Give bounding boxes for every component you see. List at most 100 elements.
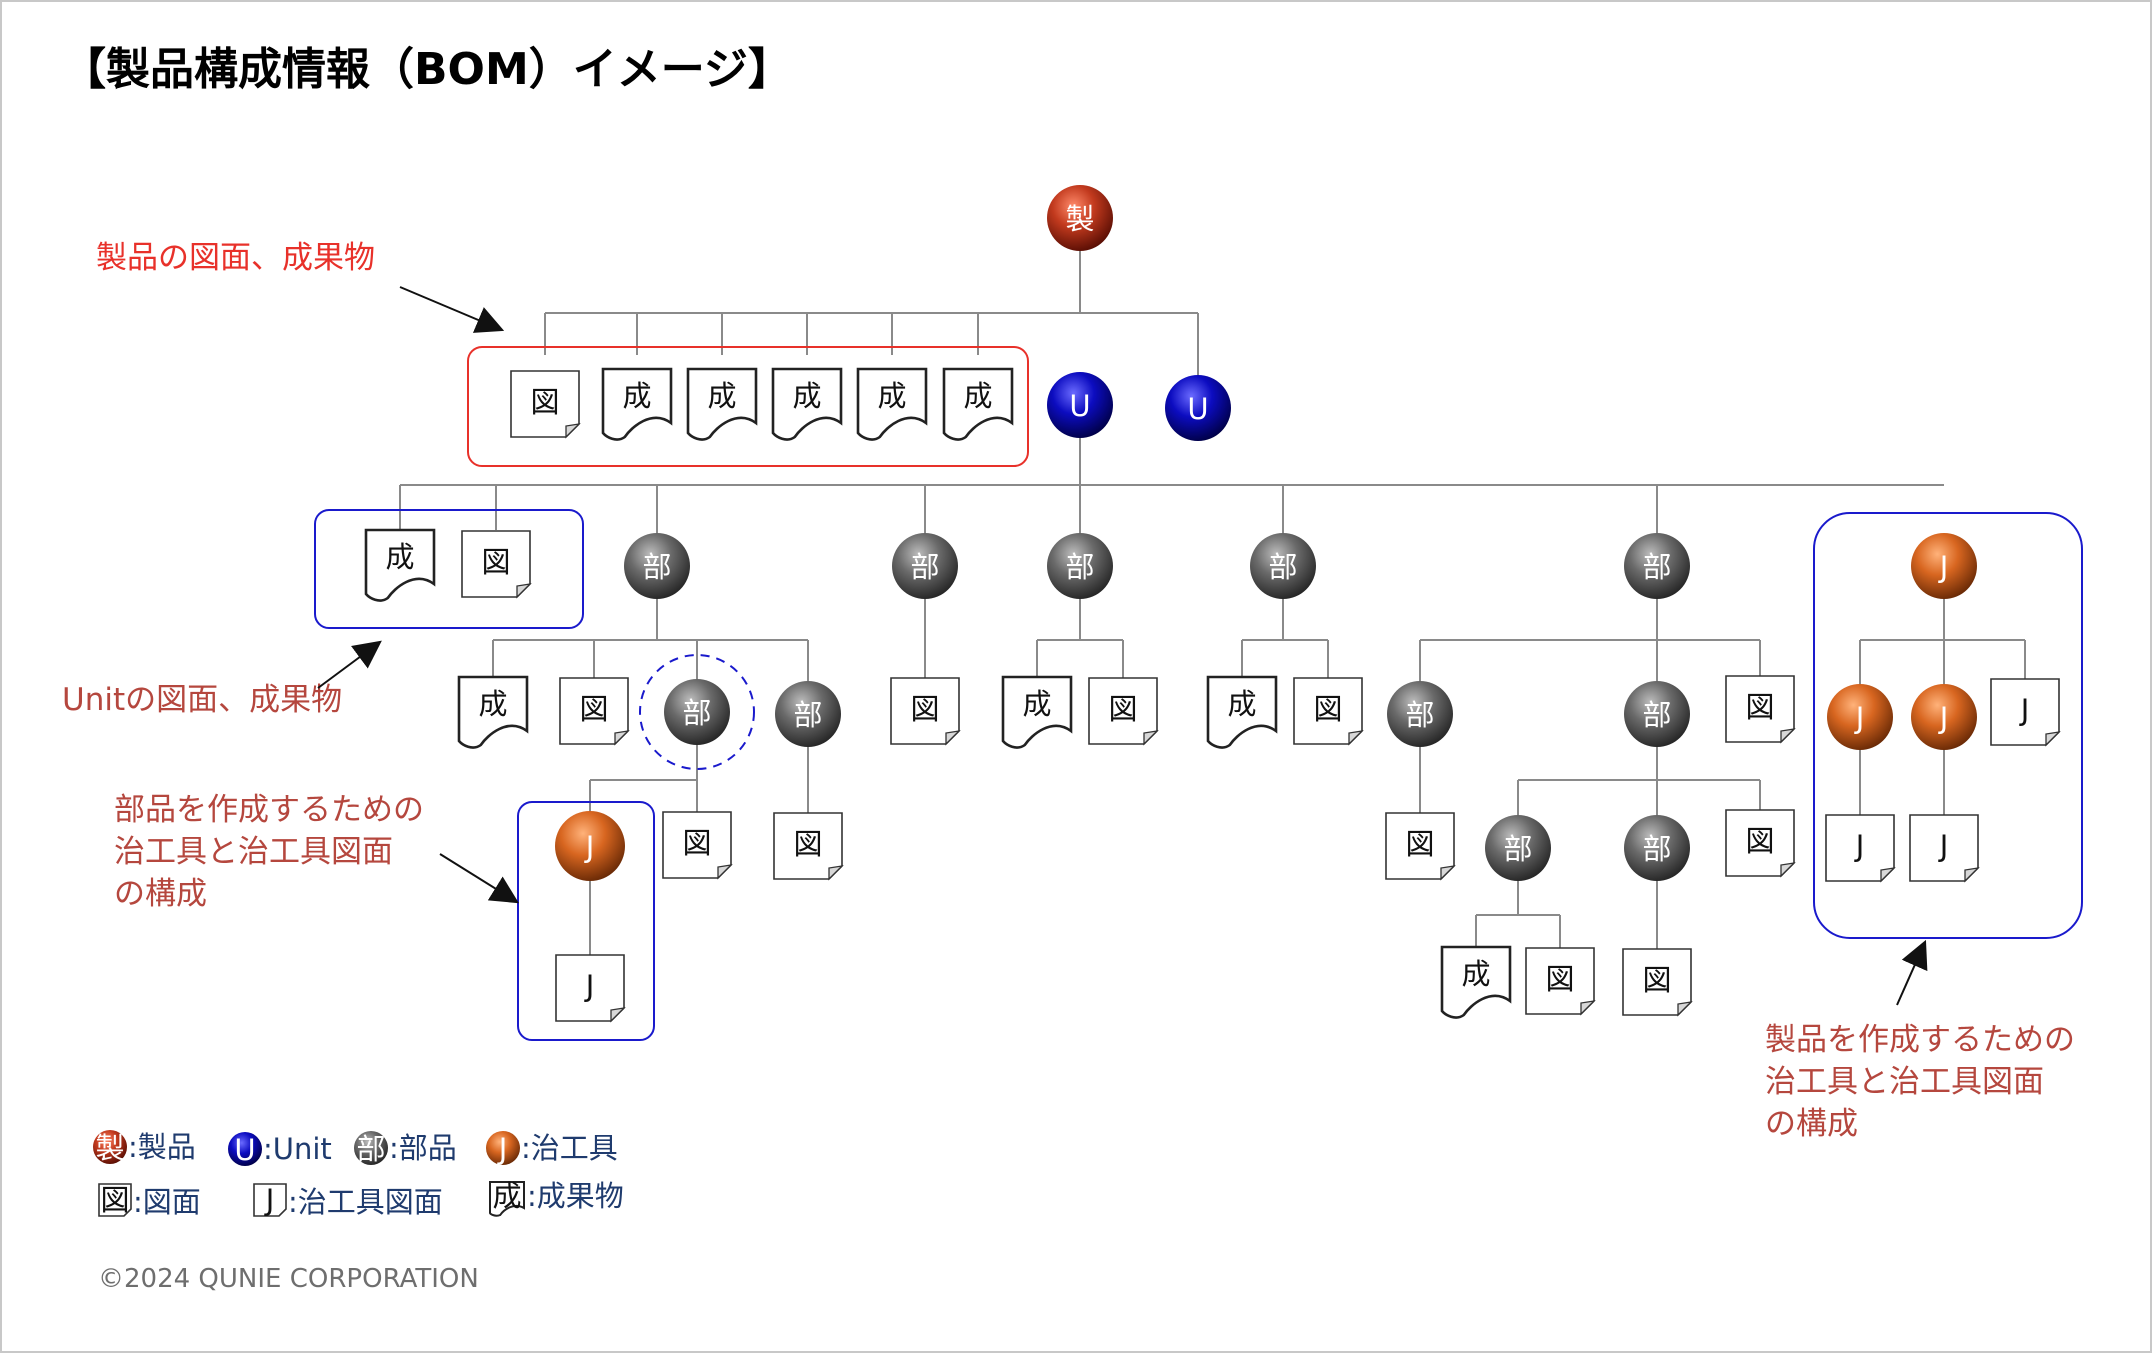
legend-unit-icon: U [228,1132,262,1167]
legend-unit-icon-label: U [234,1133,255,1167]
part-node-e22: 部 [1624,815,1690,881]
product-deliverable-doc-2: 成 [686,367,758,441]
legend-product-label: :製品 [128,1130,196,1164]
legend-jig-icon: J [486,1131,520,1166]
product-deliverable-doc-5-label: 成 [963,379,992,413]
unit-node-2: U [1165,375,1231,441]
part-e22-drawing-doc: 図 [1622,948,1693,1017]
unit-node-1: U [1047,372,1113,438]
legend-product-icon: 製 [93,1130,127,1165]
part-d-deliverable-doc-label: 成 [1227,687,1256,721]
part-c-deliverable-doc: 成 [1001,675,1073,749]
part-a1-drawing-doc-label: 図 [682,826,711,860]
part-node-e1: 部 [1387,681,1453,747]
part-node-a: 部 [624,533,690,599]
arrow-part-jig [439,853,519,904]
part-node-e21: 部 [1485,815,1551,881]
legend-part-icon-label: 部 [356,1132,385,1166]
part-node-e: 部 [1624,533,1690,599]
part-e21-drawing-doc: 図 [1525,947,1596,1016]
legend-product-icon-label: 製 [95,1131,124,1165]
jig-node-part: J [555,811,625,881]
part-e2-drawing-doc-label: 図 [1745,824,1774,858]
product-deliverable-doc-4-label: 成 [877,379,906,413]
legend-jig-drawing-icon: J [253,1183,287,1217]
jig-root-drawing-doc-label: J [2019,693,2030,727]
part-b-drawing-doc: 図 [890,677,961,746]
jig-node-1-label: J [1854,701,1865,735]
product-deliverable-doc-5: 成 [942,367,1014,441]
part-node-b: 部 [892,533,958,599]
annotation-part-jig-line1: 部品を作成するための [114,792,424,828]
part-node-e2: 部 [1624,681,1690,747]
part-node-a2-label: 部 [793,698,822,732]
annotation-product-docs: 製品の図面、成果物 [96,240,375,276]
arrow-product-jig [1896,939,1928,1006]
annotation-part-jig-line2: 治工具と治工具図面 [114,834,393,870]
arrow-unit-docs [317,640,382,689]
part-a-drawing-doc-label: 図 [579,692,608,726]
part-a1-drawing-doc: 図 [662,811,733,880]
part-a-drawing-doc: 図 [559,677,630,746]
unit-drawing-doc-label: 図 [481,545,510,579]
jig-1-drawing-doc-label: J [1854,829,1865,863]
legend-part-icon: 部 [354,1131,388,1166]
jig-part-drawing-doc: J [555,954,626,1023]
jig-node-root-label: J [1938,550,1949,584]
part-node-e-label: 部 [1642,550,1671,584]
copyright: ©2024 QUNIE CORPORATION [98,1264,479,1294]
part-c-deliverable-doc-label: 成 [1022,687,1051,721]
legend-drawing-icon-label: 図 [100,1183,129,1217]
product-drawing-doc-label: 図 [530,385,559,419]
jig-1-drawing-doc: J [1825,814,1896,883]
legend-unit-label: :Unit [263,1132,332,1166]
annotation-product-jig: 製品を作成するための 治工具と治工具図面 の構成 [1765,1022,2075,1142]
part-node-a2: 部 [775,681,841,747]
legend-jig-drawing-label: :治工具図面 [288,1185,443,1219]
part-e1-drawing-doc-label: 図 [1405,827,1434,861]
annotation-product-jig-line3: の構成 [1765,1106,1858,1142]
part-e21-deliverable-doc: 成 [1440,945,1512,1019]
part-c-drawing-doc: 図 [1088,677,1159,746]
product-deliverable-doc-4: 成 [856,367,928,441]
product-deliverable-doc-2-label: 成 [707,379,736,413]
part-d-deliverable-doc: 成 [1206,675,1278,749]
product-deliverable-doc-1-label: 成 [622,379,651,413]
unit-node-2-label: U [1187,392,1208,426]
jig-root-drawing-doc: J [1990,678,2061,747]
part-node-e1-label: 部 [1405,698,1434,732]
part-node-c: 部 [1047,533,1113,599]
unit-docs-group [314,509,584,629]
annotation-part-jig-line3: の構成 [114,876,207,912]
legend-drawing-label: :図面 [133,1185,201,1219]
part-e-drawing-doc-label: 図 [1745,690,1774,724]
part-node-d-label: 部 [1268,550,1297,584]
part-node-a-label: 部 [642,550,671,584]
part-c-drawing-doc-label: 図 [1108,692,1137,726]
part-b-drawing-doc-label: 図 [910,692,939,726]
annotation-unit-docs: Unitの図面、成果物 [62,682,342,718]
part-node-c-label: 部 [1065,550,1094,584]
part-node-b-label: 部 [910,550,939,584]
part-a2-drawing-doc-label: 図 [793,827,822,861]
product-drawing-doc: 図 [510,370,581,439]
part-a-deliverable-doc-label: 成 [478,687,507,721]
part-node-d: 部 [1250,533,1316,599]
annotation-product-jig-line1: 製品を作成するための [1765,1022,2075,1058]
part-jig-group [517,801,655,1041]
legend-part-label: :部品 [389,1131,457,1165]
legend-jig-drawing-icon-label: J [264,1183,275,1217]
part-e1-drawing-doc: 図 [1385,812,1456,881]
part-d-drawing-doc: 図 [1293,677,1364,746]
part-node-e22-label: 部 [1642,832,1671,866]
arrow-product-docs [399,286,505,333]
product-node: 製 [1047,185,1113,251]
legend-jig-icon-label: J [497,1132,508,1166]
jig-node-root: J [1911,533,1977,599]
page-title: 【製品構成情報（BOM）イメージ】 [62,44,792,95]
legend-deliverable-label: :成果物 [527,1179,624,1213]
annotation-product-jig-line2: 治工具と治工具図面 [1765,1064,2044,1100]
product-deliverable-doc-3-label: 成 [792,379,821,413]
part-d-drawing-doc-label: 図 [1313,692,1342,726]
